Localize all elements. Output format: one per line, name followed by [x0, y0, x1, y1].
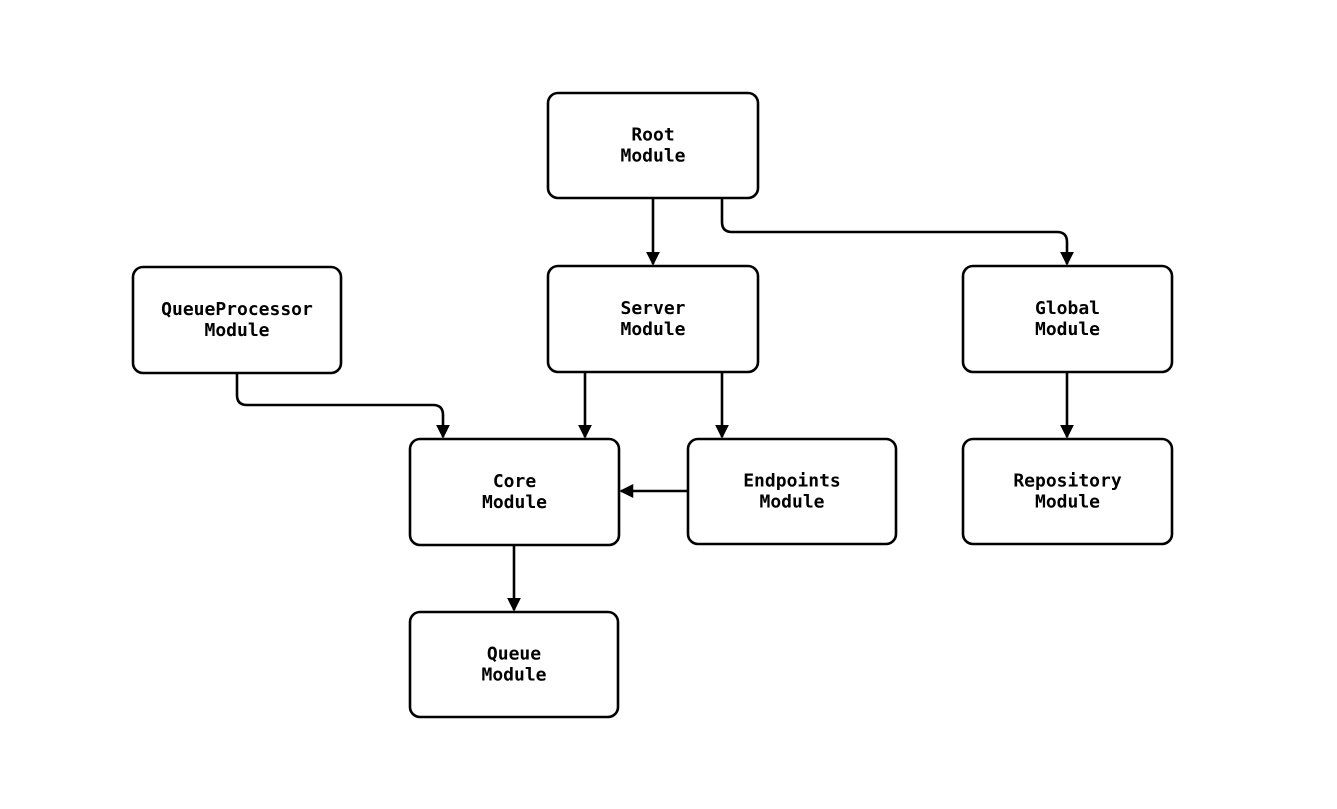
node-queueprocessor-box	[131, 265, 343, 375]
node-global-box	[961, 264, 1174, 374]
edge-root-to-global	[720, 198, 1074, 266]
node-repository-box	[961, 437, 1174, 546]
node-queue-box	[408, 610, 620, 719]
node-endpoints-box	[686, 437, 898, 546]
node-root-box	[546, 91, 760, 200]
node-core-box	[408, 437, 621, 547]
edge-queueprocessor-to-core	[235, 373, 450, 439]
node-server-box	[546, 264, 760, 374]
